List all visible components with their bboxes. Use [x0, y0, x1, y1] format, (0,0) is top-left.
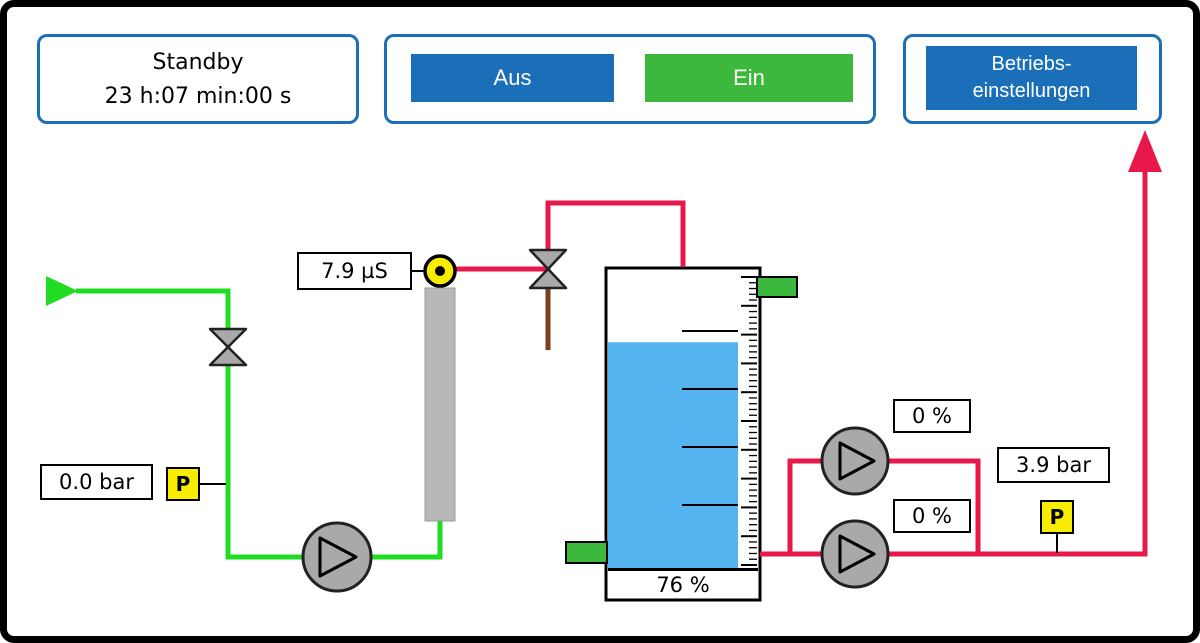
feed-pipe [76, 291, 440, 557]
status-timer-text: 23 h:07 min:00 s [105, 84, 292, 109]
filter-column [425, 288, 455, 521]
settings-panel: Betriebs- einstellungen [903, 34, 1162, 124]
pump-top-speed-value: 0 % [893, 399, 971, 433]
outlet-pressure-sensor-icon: P [1040, 500, 1074, 534]
pump-bottom-speed-value: 0 % [893, 499, 971, 533]
feed-pump-icon [303, 523, 371, 591]
feed-arrow-icon [46, 276, 78, 306]
outlet-pump-top-icon [822, 428, 888, 494]
conductivity-value: 7.9 µS [297, 252, 412, 290]
status-panel: Standby 23 h:07 min:00 s [37, 34, 359, 124]
settings-button[interactable]: Betriebs- einstellungen [926, 46, 1137, 110]
settings-button-line1: Betriebs- [991, 51, 1071, 78]
outlet-pressure-value: 3.9 bar [997, 447, 1110, 483]
outlet-pipe [760, 168, 1145, 554]
on-button[interactable]: Ein [645, 54, 853, 102]
feed-pressure-sensor-icon: P [166, 467, 200, 501]
off-button[interactable]: Aus [411, 54, 614, 102]
outlet-arrow-icon [1128, 130, 1162, 172]
outlet-pump-bottom-icon [822, 521, 888, 587]
feed-pressure-value: 0.0 bar [40, 464, 153, 500]
status-mode-text: Standby [153, 50, 244, 75]
tank-inlet-pipe [455, 203, 683, 269]
tank-connector-top [757, 277, 797, 297]
settings-button-line2: einstellungen [973, 78, 1091, 105]
tank-level-value: 76 % [608, 568, 758, 598]
conductivity-sensor-icon [425, 256, 455, 286]
tank-connector-bottom [566, 542, 607, 563]
feed-valve-icon [210, 329, 246, 365]
onoff-panel: Aus Ein [384, 34, 876, 124]
tank-water-fill [608, 342, 738, 568]
